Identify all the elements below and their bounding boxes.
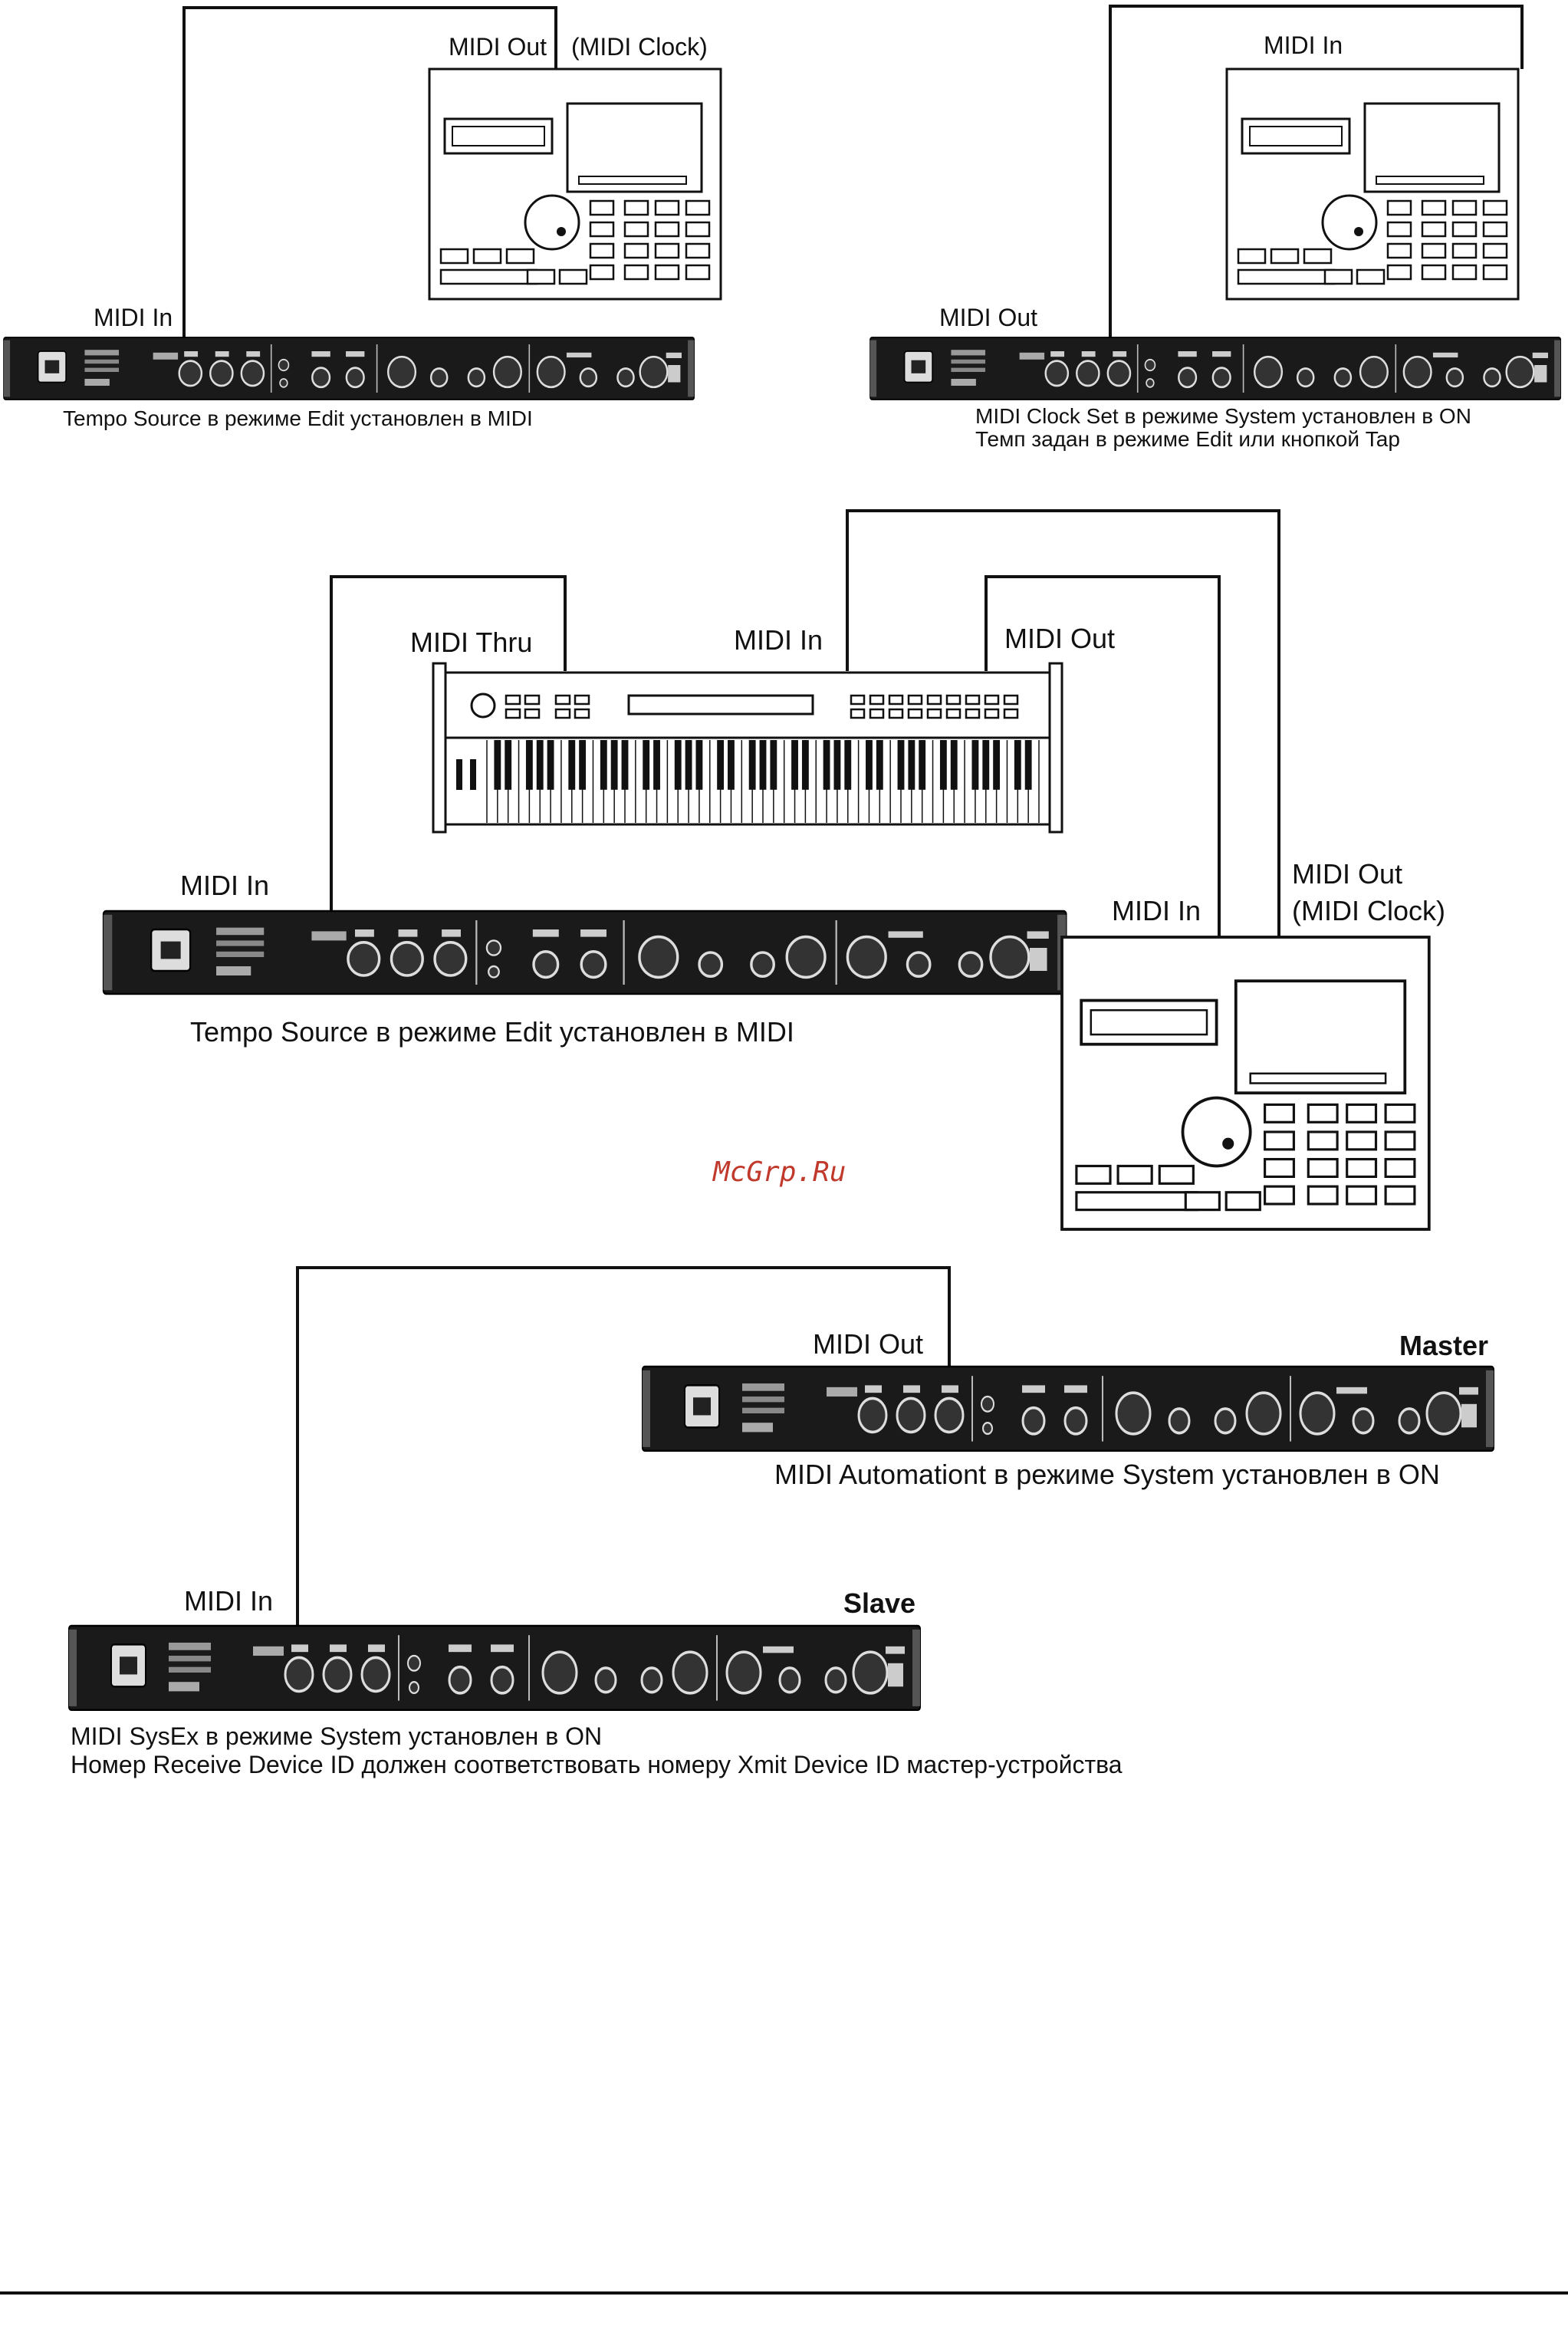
cable-kbd-thru-to-rack-in: [330, 575, 567, 943]
slave-port-label: MIDI In: [184, 1585, 273, 1617]
cable-seq-out-to-kbd-in: [846, 509, 1280, 939]
seq3-out-note: (MIDI Clock): [1292, 895, 1445, 926]
keyboard-keys: [486, 740, 1040, 823]
caption-2-line1: MIDI Clock Set в режиме System установле…: [975, 404, 1471, 428]
rack-master: [641, 1365, 1495, 1452]
diagram1-right: MIDI In MIDI Out MIDI Clock Set в режиме…: [869, 5, 1562, 451]
cable-kbd-out-to-seq-in: [985, 575, 1221, 939]
kbd-in-label: MIDI In: [734, 624, 823, 656]
watermark: McGrp.Ru: [712, 1156, 846, 1188]
seq3-in-label: MIDI In: [1112, 895, 1201, 926]
rack-slave: [67, 1624, 922, 1712]
keyboard-unit: [432, 662, 1063, 834]
diagram1-left: MIDI Out (MIDI Clock) MIDI In Tempo Sour…: [2, 6, 722, 430]
diagram2: MIDI Thru MIDI In MIDI Out MIDI In MIDI …: [102, 509, 1445, 1231]
diagram3: MIDI Out Master MIDI Automationt в режим…: [67, 1266, 1495, 1778]
rack-unit-2: [869, 336, 1562, 401]
rack3-in-label: MIDI In: [180, 870, 269, 901]
master-caption: MIDI Automationt в режиме System установ…: [774, 1459, 1440, 1490]
kbd-out-label: MIDI Out: [1004, 623, 1115, 654]
master-port-label: MIDI Out: [813, 1328, 923, 1360]
caption-3: Tempo Source в режиме Edit установлен в …: [190, 1016, 794, 1048]
cable-rack-out-to-seq-in: [1109, 5, 1524, 349]
cable-seq-out-to-rack-in: [182, 6, 557, 349]
caption-1: Tempo Source в режиме Edit установлен в …: [63, 406, 533, 430]
seq3-out-label: MIDI Out: [1292, 858, 1402, 890]
cable-master-out-to-slave-in: [296, 1266, 951, 1641]
seq1-port-label: MIDI Out: [449, 33, 547, 61]
seq1-port-note: (MIDI Clock): [571, 33, 708, 61]
slave-title: Slave: [843, 1587, 915, 1619]
kbd-thru-label: MIDI Thru: [410, 627, 532, 658]
sequencer-unit-2: [1225, 67, 1520, 301]
rack2-port-label: MIDI Out: [939, 304, 1037, 331]
seq2-port-label: MIDI In: [1264, 31, 1343, 59]
sequencer-unit-3: [1060, 936, 1431, 1231]
master-title: Master: [1399, 1330, 1488, 1361]
sequencer-unit-1: [428, 67, 722, 301]
slave-caption-line1: MIDI SysEx в режиме System установлен в …: [71, 1722, 602, 1750]
caption-2-line2: Темп задан в режиме Edit или кнопкой Tap: [975, 427, 1400, 451]
slave-caption-line2: Номер Receive Device ID должен соответст…: [71, 1751, 1123, 1778]
rack-unit-3: [102, 910, 1068, 995]
rack1-port-label: MIDI In: [94, 304, 173, 331]
rack-unit-1: [2, 336, 695, 401]
